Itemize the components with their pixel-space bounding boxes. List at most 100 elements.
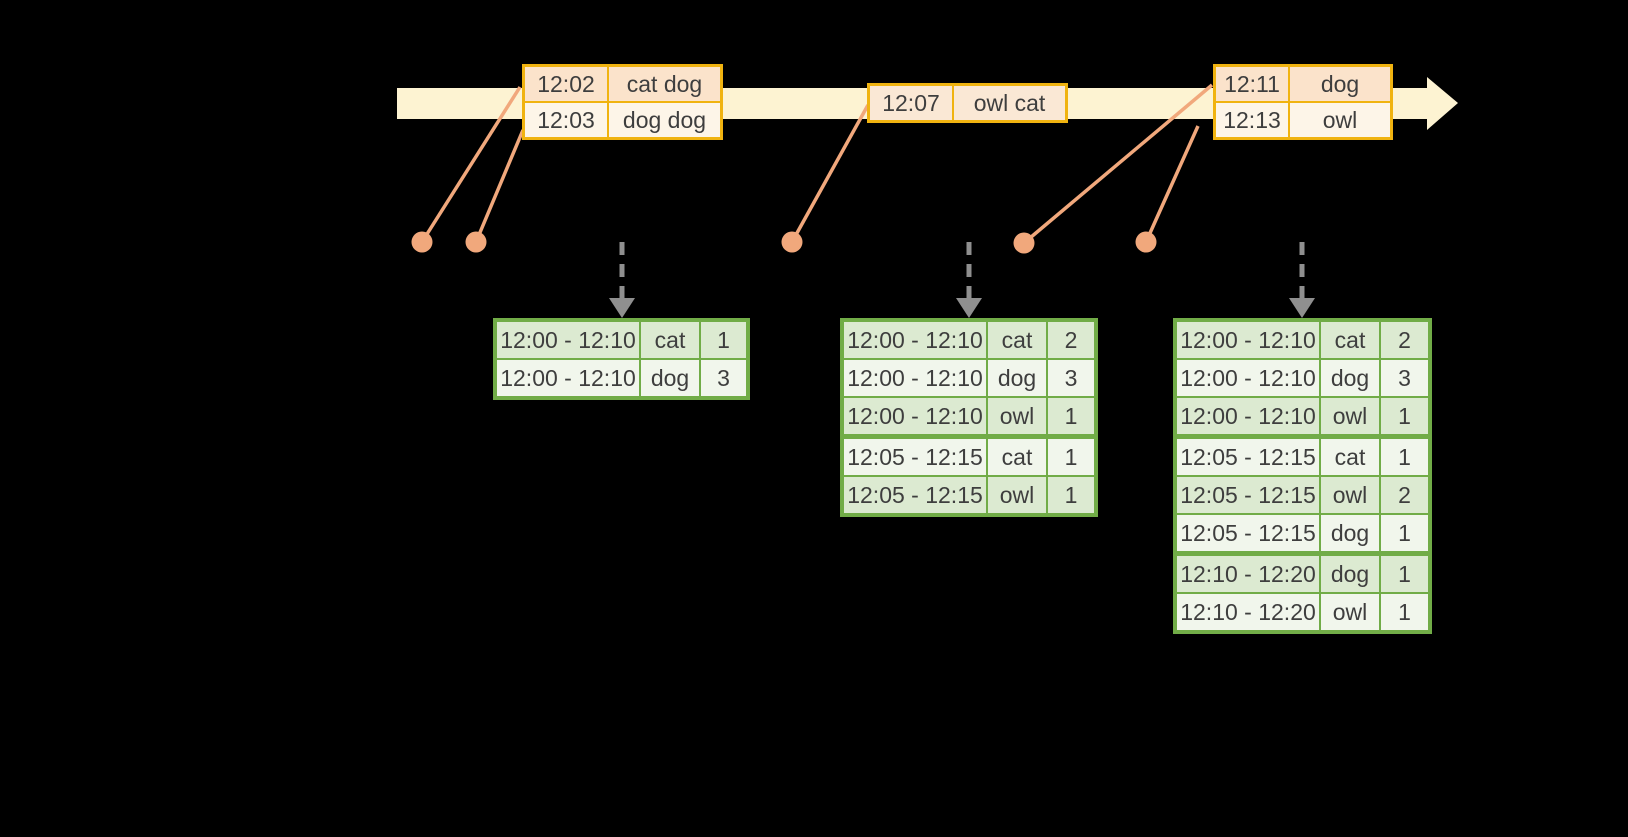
result-word-cell: owl: [1321, 477, 1379, 513]
timeline-arrowhead-icon: [1427, 77, 1458, 130]
result-count-cell: 1: [1381, 515, 1428, 551]
result-word-cell: cat: [988, 322, 1046, 358]
result-word-cell: cat: [988, 439, 1046, 475]
result-count-cell: 1: [1381, 398, 1428, 434]
event-words-cell: owl cat: [954, 86, 1065, 120]
event-connector-line: [790, 104, 870, 243]
result-count-cell: 1: [701, 322, 746, 358]
result-word-cell: cat: [1321, 322, 1379, 358]
result-word-cell: owl: [988, 477, 1046, 513]
result-count-cell: 1: [1048, 439, 1094, 475]
event-dot: [1013, 232, 1035, 254]
result-window-cell: 12:10 - 12:20: [1177, 594, 1319, 630]
result-count-cell: 3: [1048, 360, 1094, 396]
result-window-cell: 12:00 - 12:10: [497, 360, 639, 396]
result-window-cell: 12:00 - 12:10: [1177, 398, 1319, 434]
trigger-arrowhead-icon: [1289, 298, 1315, 318]
result-window-cell: 12:05 - 12:15: [1177, 439, 1319, 475]
event-time-cell: 12:02: [525, 67, 607, 101]
trigger-arrowhead-icon: [609, 298, 635, 318]
result-window-cell: 12:00 - 12:10: [844, 322, 986, 358]
event-words-cell: dog: [1290, 67, 1390, 101]
event-words-cell: cat dog: [609, 67, 720, 101]
event-time-cell: 12:07: [870, 86, 952, 120]
event-connector-line: [474, 129, 525, 243]
event-connector-line: [1144, 125, 1200, 243]
result-word-cell: owl: [1321, 594, 1379, 630]
event-dot: [411, 231, 433, 253]
result-count-cell: 1: [1381, 594, 1428, 630]
result-count-cell: 2: [1048, 322, 1094, 358]
result-window-cell: 12:10 - 12:20: [1177, 556, 1319, 592]
result-word-cell: dog: [641, 360, 699, 396]
result-word-cell: cat: [1321, 439, 1379, 475]
result-word-cell: owl: [988, 398, 1046, 434]
result-word-cell: owl: [1321, 398, 1379, 434]
result-count-cell: 1: [1381, 556, 1428, 592]
result-word-cell: dog: [1321, 360, 1379, 396]
result-count-cell: 3: [1381, 360, 1428, 396]
result-window-cell: 12:00 - 12:10: [844, 360, 986, 396]
trigger-arrowhead-icon: [956, 298, 982, 318]
result-count-cell: 2: [1381, 477, 1428, 513]
event-time-cell: 12:03: [525, 103, 607, 137]
event-time-cell: 12:13: [1216, 103, 1288, 137]
result-window-cell: 12:00 - 12:10: [497, 322, 639, 358]
result-window-cell: 12:05 - 12:15: [1177, 515, 1319, 551]
result-window-cell: 12:05 - 12:15: [844, 439, 986, 475]
event-connector-line: [1022, 83, 1214, 245]
event-dot: [465, 231, 487, 253]
result-window-cell: 12:05 - 12:15: [844, 477, 986, 513]
result-count-cell: 2: [1381, 322, 1428, 358]
event-dot: [781, 231, 803, 253]
event-connector-line: [420, 86, 522, 243]
result-window-cell: 12:00 - 12:10: [1177, 322, 1319, 358]
result-word-cell: dog: [1321, 556, 1379, 592]
result-count-cell: 1: [1048, 398, 1094, 434]
event-words-cell: owl: [1290, 103, 1390, 137]
result-count-cell: 3: [701, 360, 746, 396]
result-window-cell: 12:00 - 12:10: [844, 398, 986, 434]
result-count-cell: 1: [1048, 477, 1094, 513]
event-time-cell: 12:11: [1216, 67, 1288, 101]
result-word-cell: dog: [1321, 515, 1379, 551]
result-word-cell: cat: [641, 322, 699, 358]
result-window-cell: 12:00 - 12:10: [1177, 360, 1319, 396]
event-dot: [1135, 231, 1157, 253]
result-word-cell: dog: [988, 360, 1046, 396]
result-count-cell: 1: [1381, 439, 1428, 475]
